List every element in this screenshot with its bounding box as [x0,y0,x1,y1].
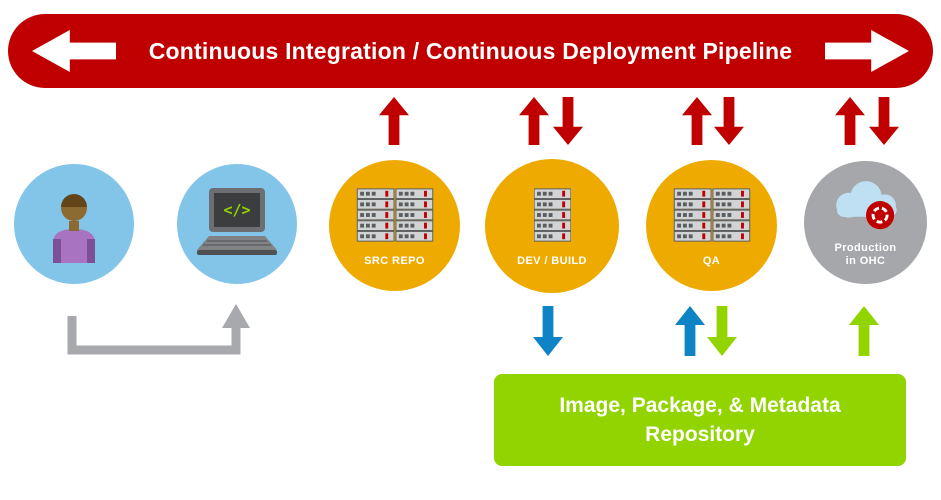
developer-to-laptop-connector [67,304,250,355]
repository-label-line1: Image, Package, & Metadata [559,394,841,417]
production-down-arrow [869,97,899,145]
production-up-arrow [835,97,865,145]
dev-build-up-arrow [519,97,549,145]
laptop-code-icon: </> [189,182,285,267]
qa-up-arrow [682,97,712,145]
dev-build-down-arrow [553,97,583,145]
qa-label: QA [702,254,721,267]
repository-label-line2: Repository [645,423,755,446]
qa-to-repository-arrow [707,306,737,356]
pipeline-left-arrow-icon [32,30,116,72]
server-rack-icon [355,185,435,250]
production-node: Production in OHC [804,161,927,284]
repository-to-production-arrow [849,306,879,356]
production-label-line1: Production [834,242,897,254]
pipeline-title: Continuous Integration / Continuous Depl… [148,37,793,64]
production-label-line2: in OHC [845,255,886,267]
src-repo-node: SRC REPO [329,160,460,291]
laptop-screen-code: </> [223,201,250,219]
qa-down-arrow [714,97,744,145]
pipeline-banner: Continuous Integration / Continuous Depl… [8,14,933,88]
dev-build-label: DEV / BUILD [517,255,587,267]
repository-box: Image, Package, & Metadata Repository [494,374,906,466]
person-icon [29,177,119,272]
src-repo-label: SRC REPO [364,254,425,267]
repository-to-qa-arrow [675,306,705,356]
pipeline-right-arrow-icon [825,30,909,72]
server-rack-icon [672,185,752,250]
dev-build-to-repository-arrow [533,306,563,356]
src-repo-up-arrow [379,97,409,145]
cloud-openshift-icon [820,177,912,240]
workstation-node: </> [177,164,297,284]
dev-build-node: DEV / BUILD [485,159,619,293]
developer-node [14,164,134,284]
qa-node: QA [646,160,777,291]
server-rack-icon [533,185,571,250]
